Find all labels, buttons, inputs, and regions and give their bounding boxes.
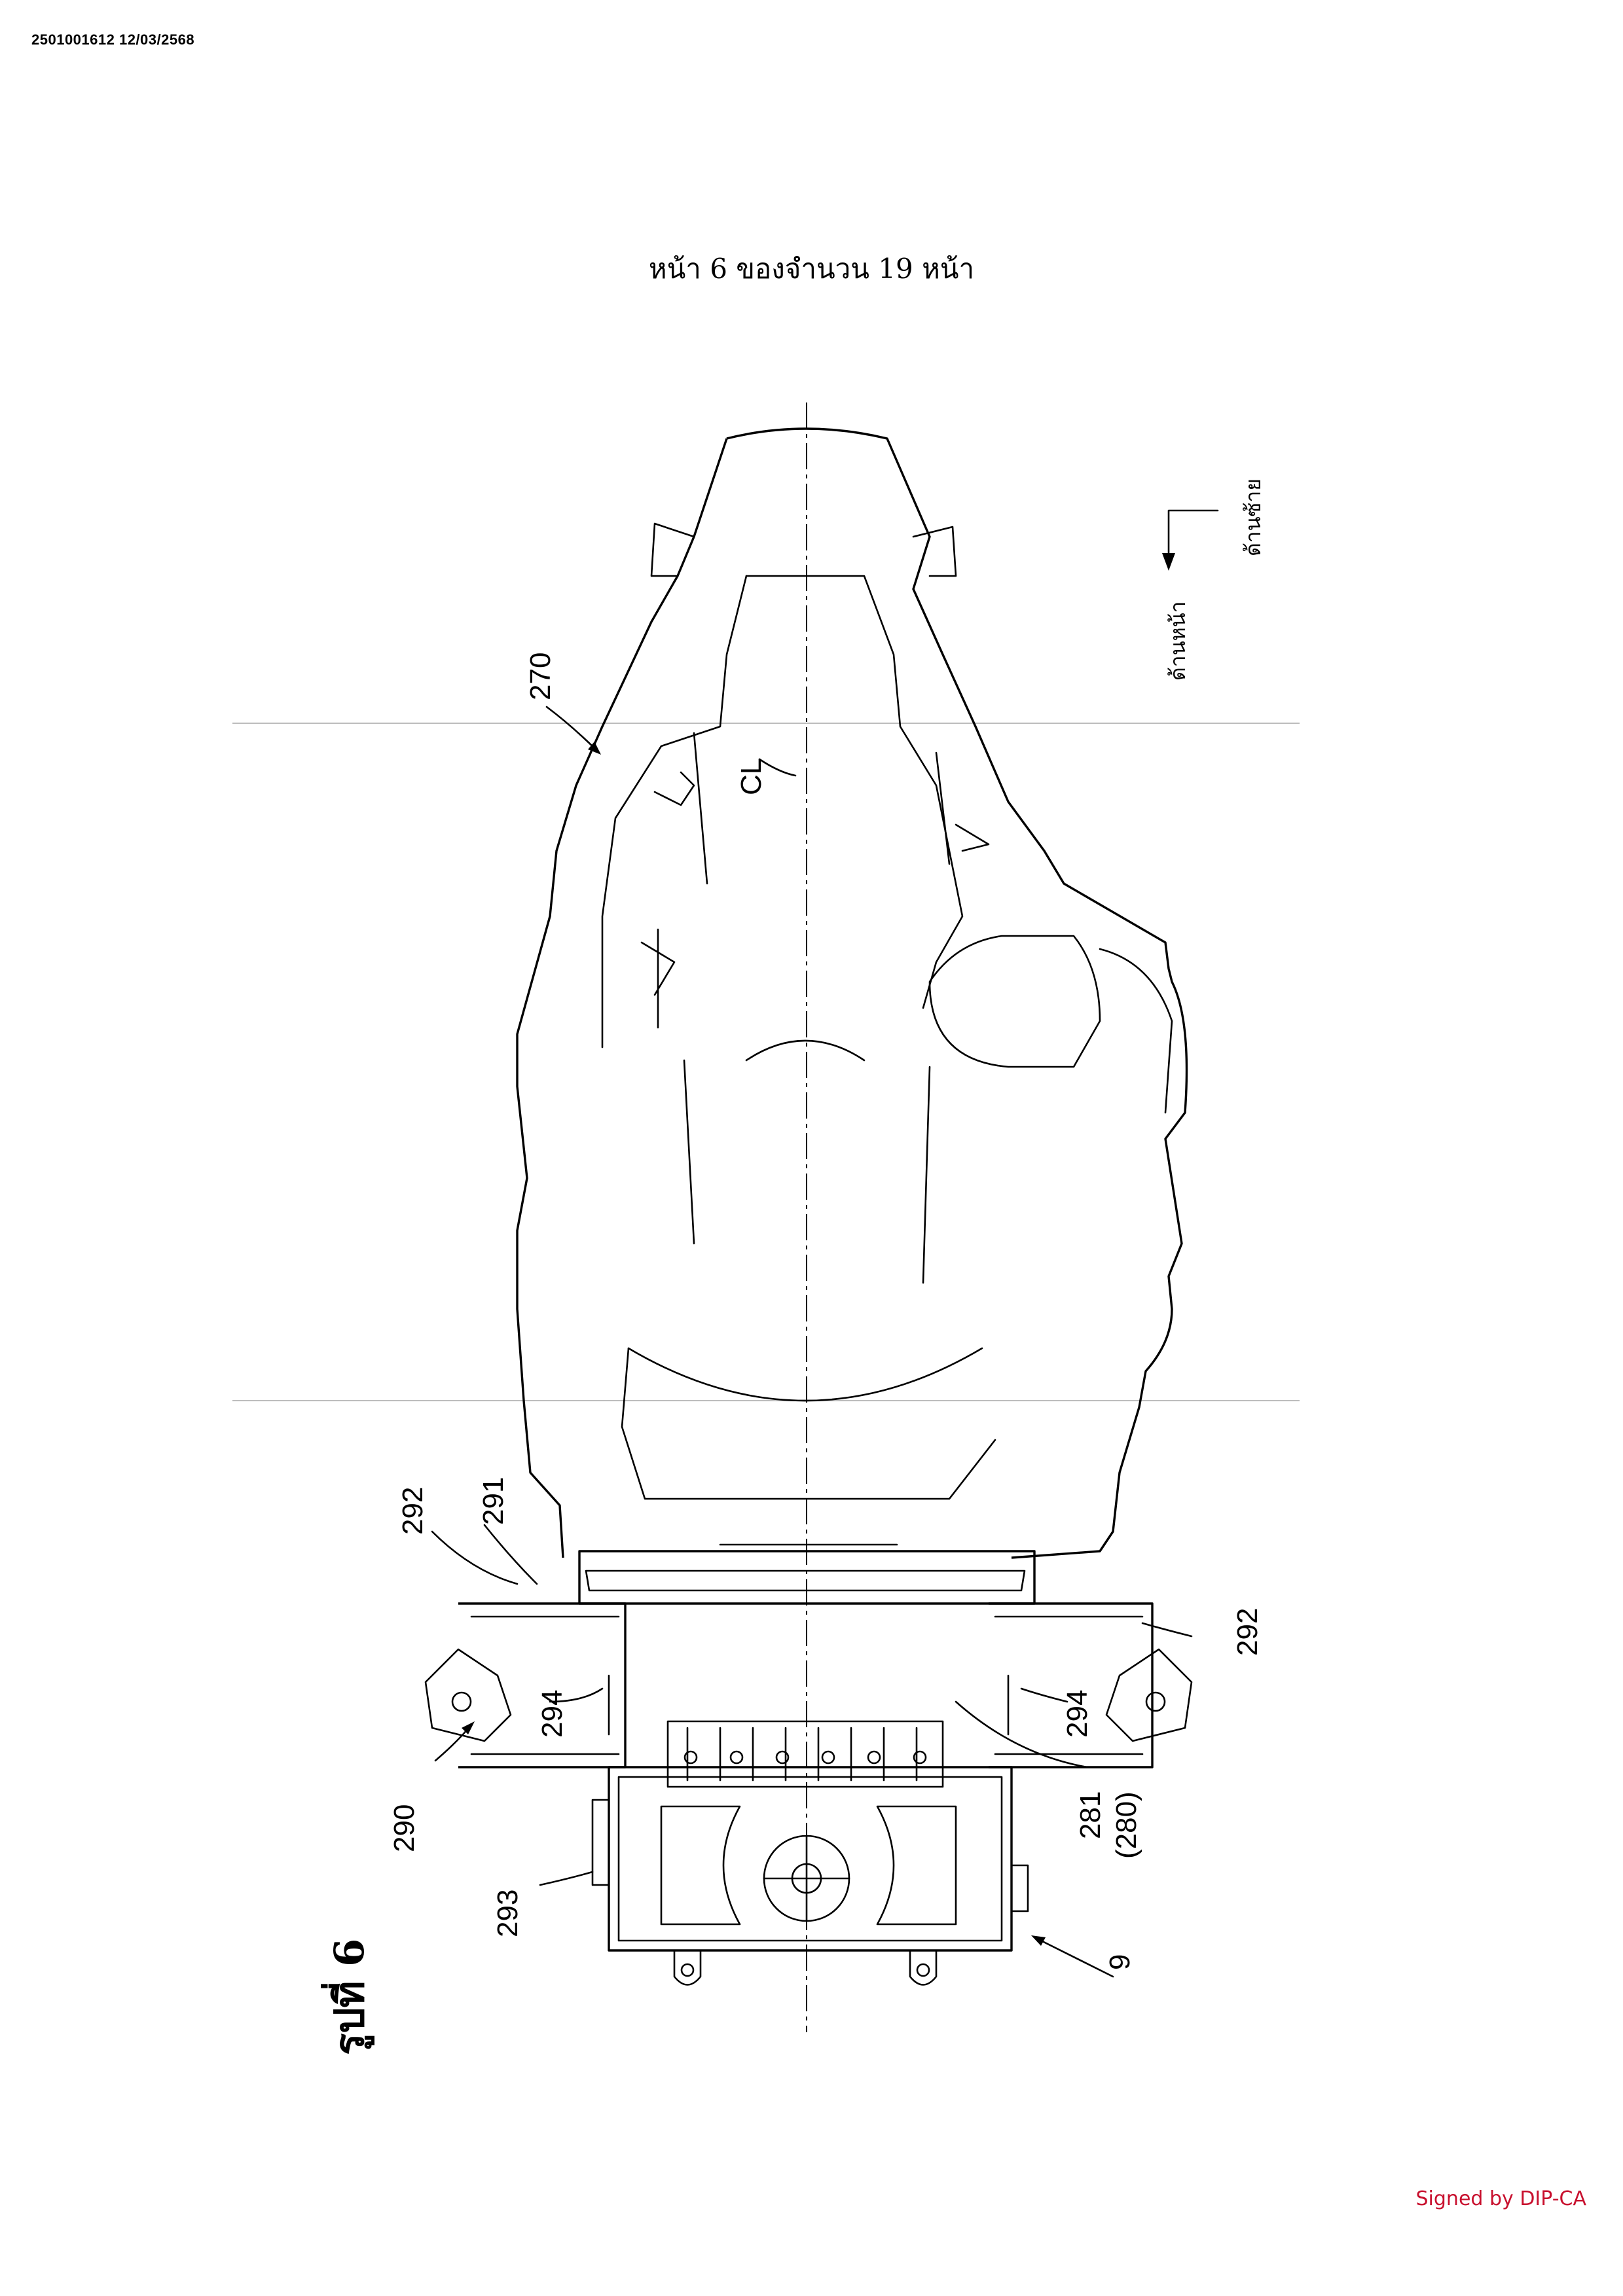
leader-lines: [431, 706, 1193, 1978]
duct-body-270: [516, 427, 1188, 1559]
ref-292-right: 292: [1231, 1608, 1264, 1656]
ref-292-left: 292: [397, 1487, 429, 1535]
page-number: หน้า 6 ของจำนวน 19 หน้า: [648, 253, 975, 285]
bracket-assembly-290: [424, 1550, 1193, 1768]
figure-title: รูปที่ 6: [321, 1939, 374, 2055]
ref-293: 293: [492, 1890, 524, 1937]
ref-281: 281: [1074, 1791, 1106, 1839]
direction-left-label: ด้านซ้าย: [1241, 478, 1266, 556]
ref-280: (280): [1110, 1791, 1142, 1859]
ref-cl: CL: [735, 759, 767, 795]
unit-9: [591, 1720, 1029, 1986]
ref-9: 9: [1104, 1954, 1136, 1970]
ref-291: 291: [477, 1477, 509, 1525]
document-id: 2501001612 12/03/2568: [31, 31, 195, 48]
digital-signature: Signed by DIP-CA: [1415, 2187, 1586, 2210]
ref-294-right: 294: [1061, 1690, 1093, 1738]
direction-indicator: ด้านหน้า ด้านซ้าย: [1162, 478, 1266, 681]
ref-294-left: 294: [536, 1690, 568, 1738]
ref-270: 270: [524, 653, 556, 700]
ref-290: 290: [388, 1804, 420, 1852]
direction-front-label: ด้านหน้า: [1165, 601, 1190, 681]
